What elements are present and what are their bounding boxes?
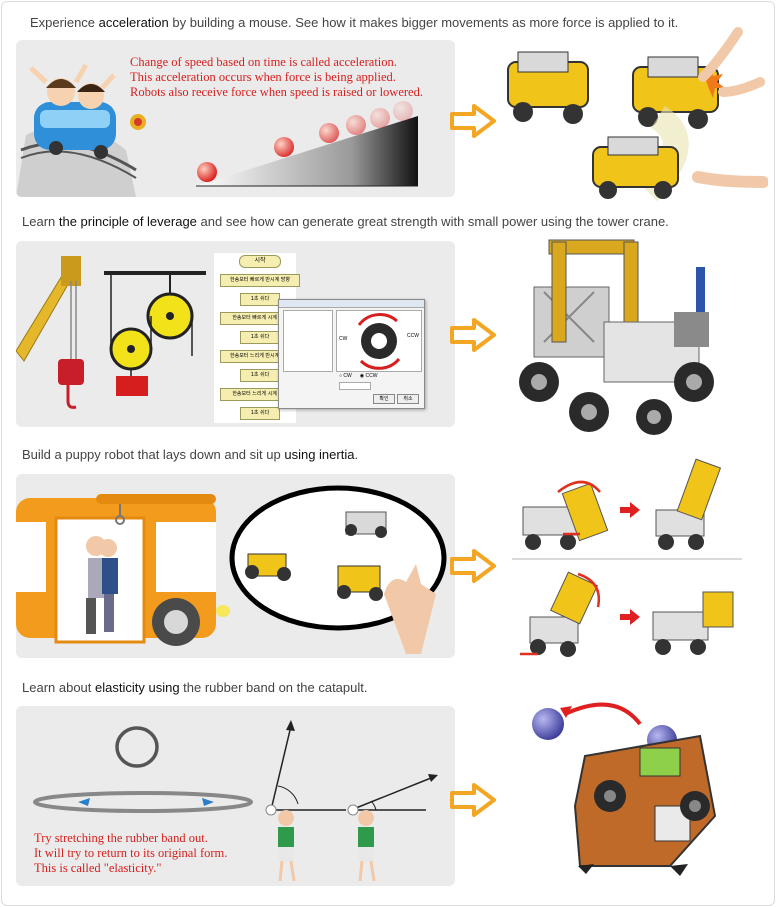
rubber-band-illustration [33, 720, 438, 882]
leverage-panel: 시작 한송모터 빠르게 반시계 방향 1초 쉬다 한송모터 빠르게 시계 방향 … [16, 241, 455, 427]
caption-leverage: Learn the principle of leverage and see … [22, 214, 669, 229]
flowchart-step: 1초 쉬다 [240, 331, 280, 344]
elasticity-panel: Try stretching the rubber band out. It w… [16, 706, 455, 886]
acceleration-explanation: Change of speed based on time is called … [130, 55, 423, 99]
bus-inertia-illustration [16, 485, 447, 654]
acceleration-panel: Change of speed based on time is called … [16, 40, 455, 197]
tower-crane-robot [519, 239, 714, 435]
caption-inertia: Build a puppy robot that lays down and s… [22, 447, 359, 462]
ok-button[interactable]: 확인 [373, 394, 395, 404]
right-arrow-icon [450, 783, 496, 817]
elasticity-explanation: Try stretching the rubber band out. It w… [34, 831, 228, 875]
right-arrow-icon [450, 104, 496, 138]
right-arrow-icon [450, 318, 496, 352]
right-arrow-icon [450, 549, 496, 583]
roller-coaster-illustration [16, 63, 418, 197]
motor-settings-dialog: CW CCW ○ CW ◉ CCW 확인 취소 [278, 299, 425, 409]
flowchart-start: 시작 [239, 255, 281, 268]
caption-acceleration: Experience acceleration by building a mo… [30, 15, 679, 30]
radio-cw[interactable]: ○ CW [339, 373, 352, 379]
puppy-robot-sequence [512, 458, 742, 657]
flowchart-step: 1초 쉬다 [240, 293, 280, 306]
radio-ccw[interactable]: ◉ CCW [359, 373, 378, 379]
flowchart-step: 한송모터 빠르게 반시계 방향 [220, 274, 300, 287]
caption-elasticity: Learn about elasticity using the rubber … [22, 680, 368, 695]
speed-select[interactable] [339, 382, 371, 390]
flowchart-step: 1초 쉬다 [240, 369, 280, 382]
cancel-button[interactable]: 취소 [397, 394, 419, 404]
tree-list[interactable] [283, 310, 333, 372]
flowchart-step: 1초 쉬다 [240, 407, 280, 420]
inertia-panel [16, 474, 455, 658]
rotation-preview: CW CCW [336, 310, 422, 372]
mouse-robot-illustration [507, 27, 768, 202]
catapult-robot [532, 702, 717, 876]
